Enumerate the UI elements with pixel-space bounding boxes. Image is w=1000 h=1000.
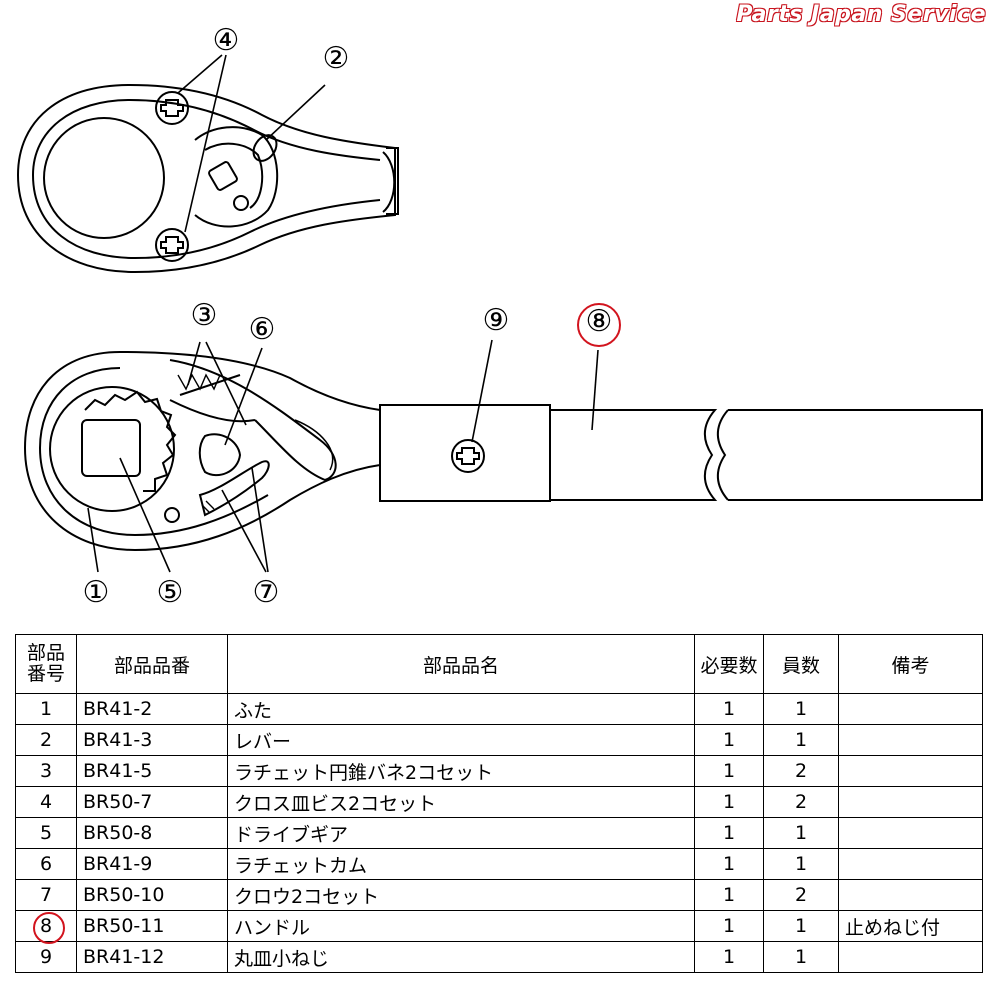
cell-part-number: 2 [15, 724, 77, 756]
cell-qty: 2 [763, 879, 839, 911]
screw-top-2 [155, 228, 189, 262]
cell-note [838, 848, 983, 880]
cell-note [838, 693, 983, 725]
callout-4: ④ [212, 23, 240, 58]
cell-part-name: クロウ2コセット [227, 879, 695, 911]
cell-part-number: 4 [15, 786, 77, 818]
cell-part-number: 7 [15, 879, 77, 911]
cell-note [838, 786, 983, 818]
cell-note [838, 817, 983, 849]
cell-qty: 1 [763, 941, 839, 973]
cell-required: 1 [694, 817, 764, 849]
cell-part-number: 3 [15, 755, 77, 787]
header-part-code: 部品品番 [76, 634, 228, 694]
screw-sleeve [451, 439, 485, 473]
cell-part-code: BR50-7 [76, 786, 228, 818]
ratchet-bottom-view [23, 339, 983, 573]
callout-8: ⑧ [585, 304, 613, 339]
cell-part-name: ハンドル [227, 910, 695, 942]
header-part-number: 部品 番号 [15, 634, 77, 694]
callout-9: ⑨ [482, 303, 510, 338]
highlight-ring-row-8 [33, 912, 65, 944]
screw-top-1 [155, 91, 189, 125]
cell-required: 1 [694, 786, 764, 818]
header-qty: 員数 [763, 634, 839, 694]
cell-note [838, 879, 983, 911]
cell-note: 止めねじ付 [838, 910, 983, 942]
cell-qty: 2 [763, 755, 839, 787]
cell-part-name: レバー [227, 724, 695, 756]
header-part-number-line1: 部品 [26, 642, 65, 664]
callout-1: ① [82, 575, 110, 610]
cell-note [838, 941, 983, 973]
cell-part-number: 5 [15, 817, 77, 849]
cell-part-name: クロス皿ビス2コセット [227, 786, 695, 818]
ratchet-top-view [16, 54, 399, 274]
callout-5: ⑤ [156, 575, 184, 610]
cell-part-name: ラチェットカム [227, 848, 695, 880]
cell-part-name: ふた [227, 693, 695, 725]
cell-part-code: BR50-8 [76, 817, 228, 849]
header-part-name: 部品品名 [227, 634, 695, 694]
cell-qty: 1 [763, 693, 839, 725]
cell-part-name: 丸皿小ねじ [227, 941, 695, 973]
header-part-number-line2: 番号 [26, 663, 65, 685]
header-note: 備考 [838, 634, 983, 694]
cell-part-name: ラチェット円錐バネ2コセット [227, 755, 695, 787]
cell-part-number: 1 [15, 693, 77, 725]
callout-3: ③ [190, 298, 218, 333]
header-required: 必要数 [694, 634, 764, 694]
cell-part-number: 9 [15, 941, 77, 973]
cell-required: 1 [694, 724, 764, 756]
cell-note [838, 724, 983, 756]
cell-note [838, 755, 983, 787]
cell-part-code: BR41-2 [76, 693, 228, 725]
cell-qty: 1 [763, 817, 839, 849]
cell-required: 1 [694, 848, 764, 880]
cell-part-code: BR50-10 [76, 879, 228, 911]
cell-qty: 2 [763, 786, 839, 818]
callout-7: ⑦ [252, 575, 280, 610]
cell-part-code: BR41-5 [76, 755, 228, 787]
callout-2: ② [322, 41, 350, 76]
cell-required: 1 [694, 910, 764, 942]
cell-qty: 1 [763, 724, 839, 756]
highlight-ring-8 [577, 303, 621, 347]
exploded-diagram [16, 54, 983, 573]
cell-required: 1 [694, 941, 764, 973]
cell-required: 1 [694, 879, 764, 911]
cell-part-name: ドライブギア [227, 817, 695, 849]
cell-part-code: BR41-3 [76, 724, 228, 756]
cell-part-number: 6 [15, 848, 77, 880]
cell-part-code: BR41-9 [76, 848, 228, 880]
cell-part-number: 8 [15, 910, 77, 944]
cell-part-code: BR50-11 [76, 910, 228, 942]
cell-required: 1 [694, 755, 764, 787]
brand-logo: Parts Japan Service [736, 1, 986, 27]
cell-required: 1 [694, 693, 764, 725]
cell-qty: 1 [763, 910, 839, 942]
table-header-row: 部品 番号 部品品番 部品品名 必要数 員数 備考 [15, 634, 983, 694]
cell-part-code: BR41-12 [76, 941, 228, 973]
callout-6: ⑥ [248, 312, 276, 347]
cell-qty: 1 [763, 848, 839, 880]
